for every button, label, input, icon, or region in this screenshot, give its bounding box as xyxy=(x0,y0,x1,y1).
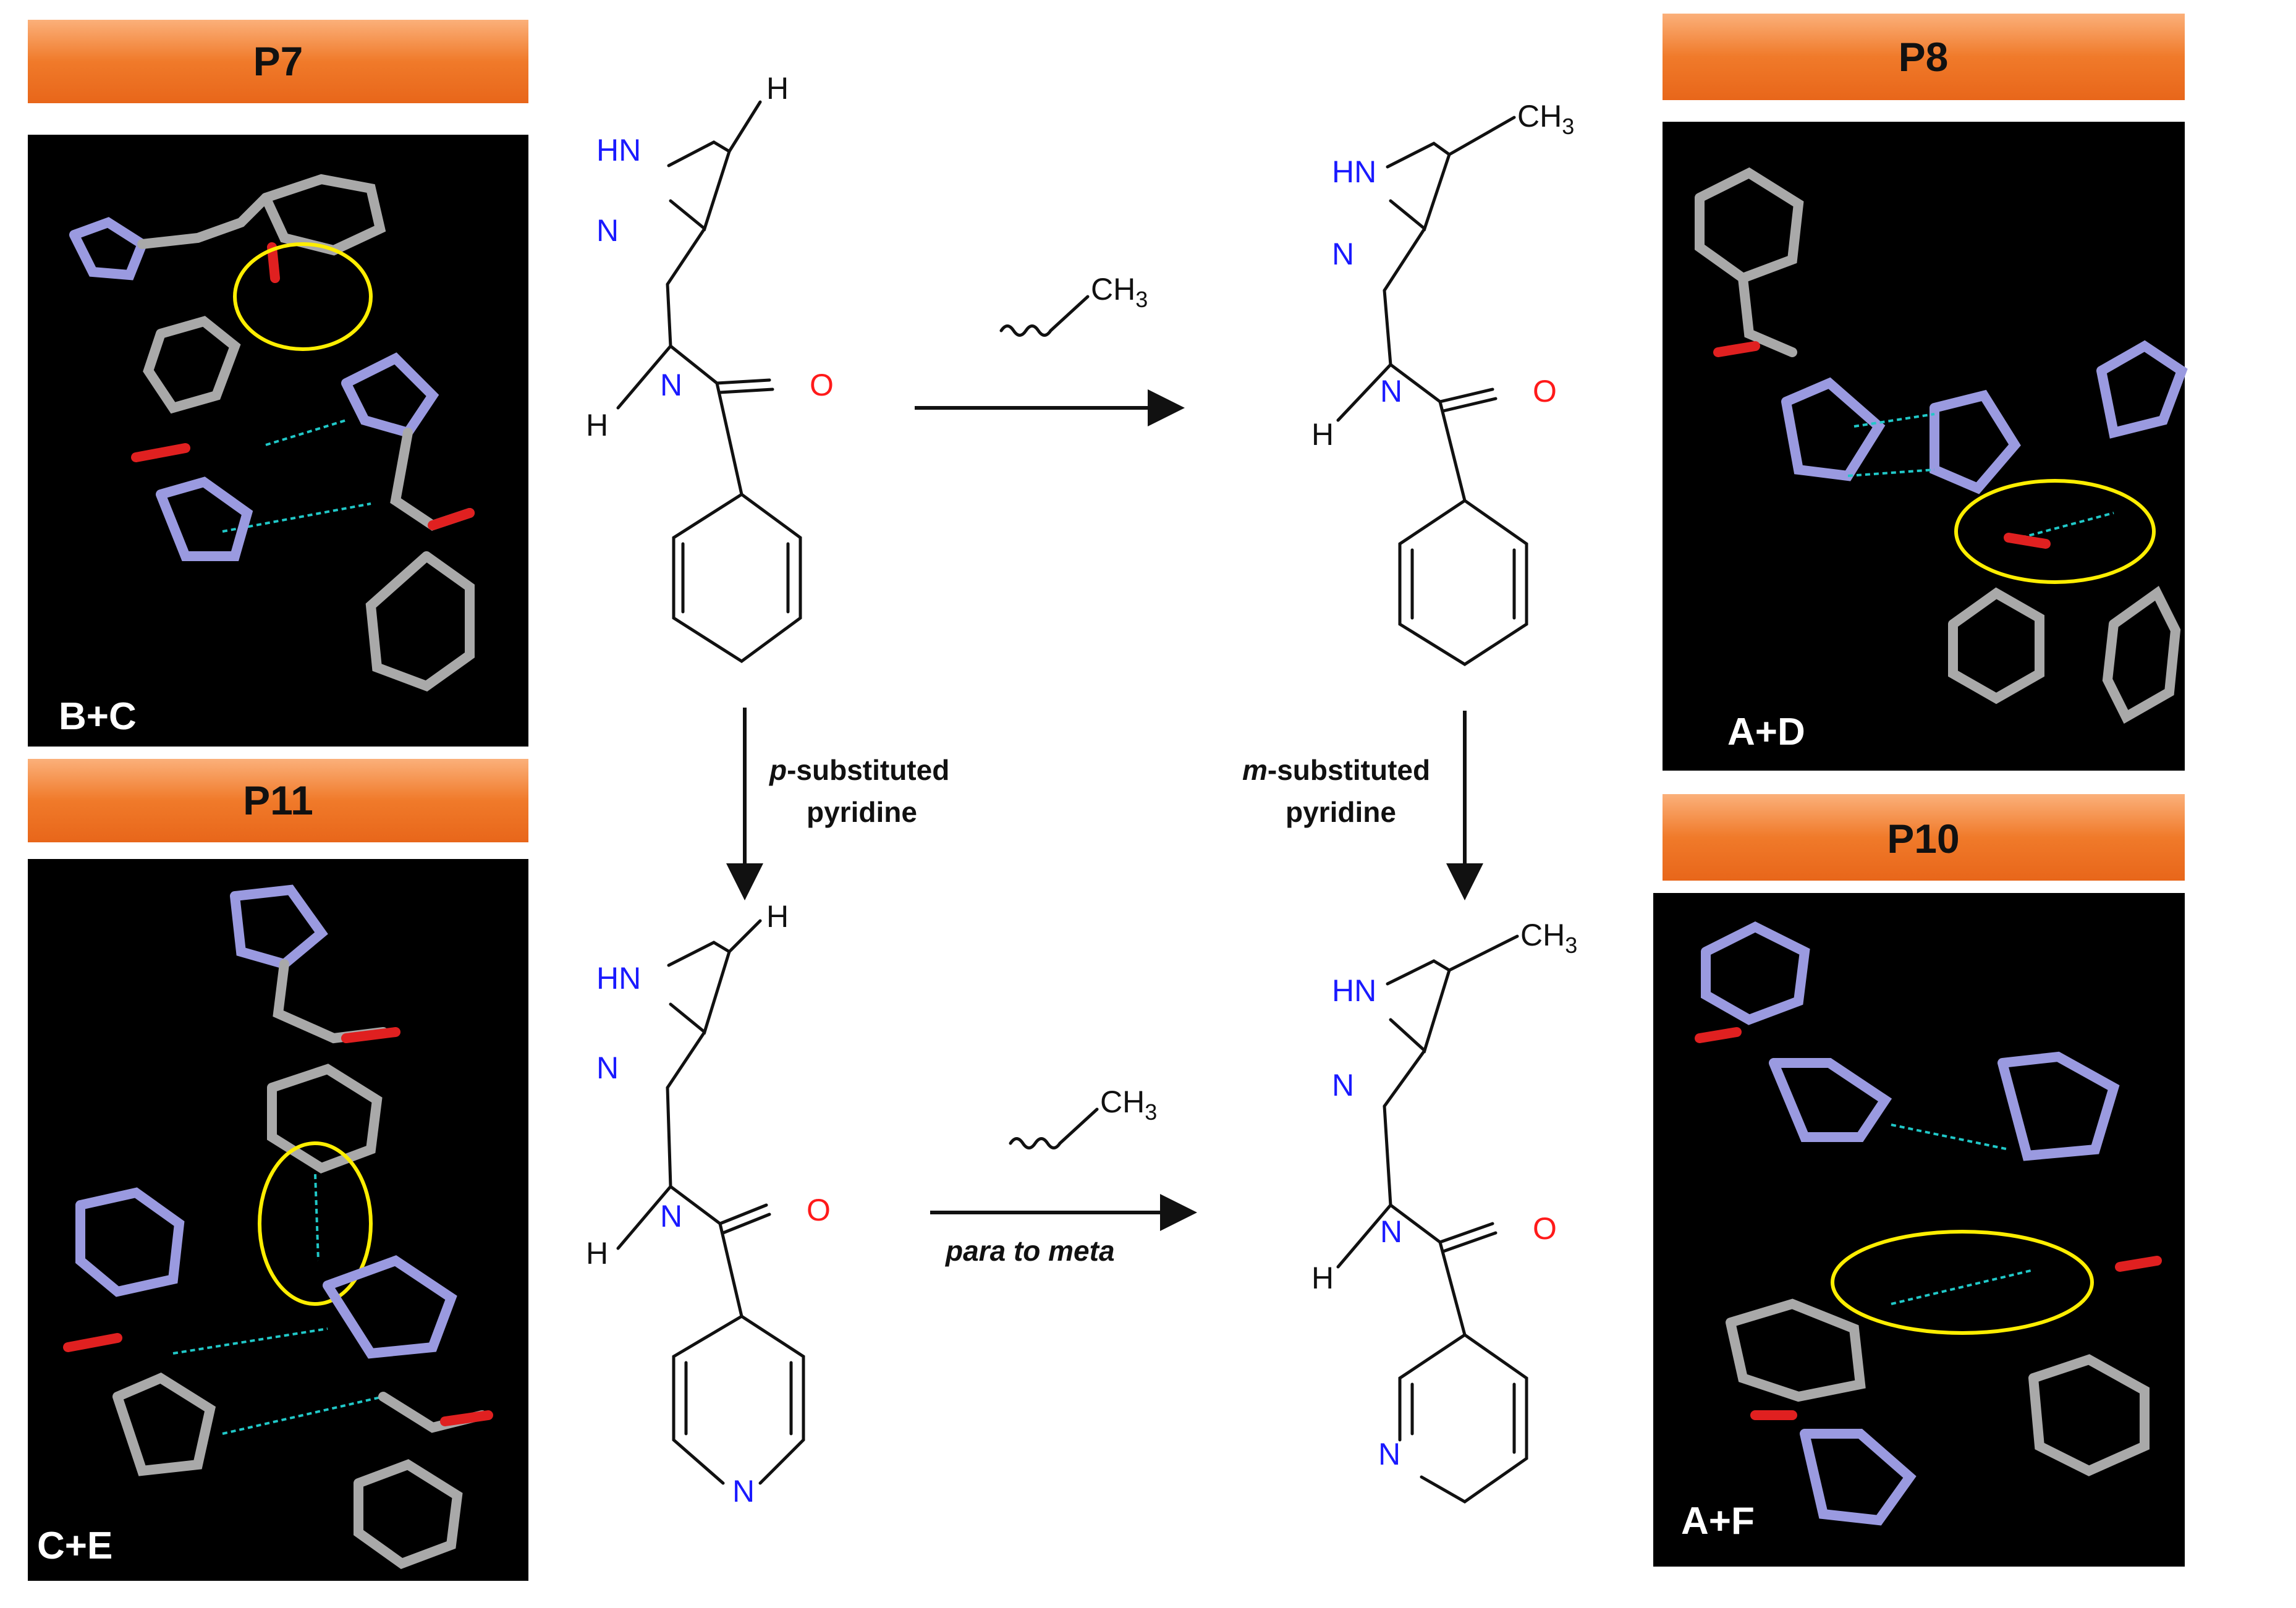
atom-hn-bl: HN xyxy=(596,961,641,996)
molecule-bottom-right: CH3 HN N N H O N xyxy=(1311,918,1577,1504)
p10-combo-label: A+F xyxy=(1681,1500,1755,1542)
panel-p10: P10 A+F xyxy=(1653,794,2185,1567)
atom-h-amide-tr: H xyxy=(1311,417,1334,452)
p7-structure-image: B+C xyxy=(28,135,528,747)
atom-n: N xyxy=(596,213,619,248)
p7-title: P7 xyxy=(253,38,303,84)
arrow-bottom-label: para to meta xyxy=(944,1235,1115,1267)
atom-n-amide-br: N xyxy=(1380,1214,1402,1249)
arrow-bottom-ch3: CH3 xyxy=(1100,1085,1157,1125)
p8-structure-image: A+D xyxy=(1663,122,2188,771)
atom-h-amide-br: H xyxy=(1311,1261,1334,1295)
molecule-bottom-left: H HN N N H O N xyxy=(586,899,831,1509)
ch3-top-right: CH3 xyxy=(1517,99,1574,139)
atom-n-amide-tr: N xyxy=(1380,374,1402,408)
atom-n-amide: N xyxy=(660,368,682,402)
atom-n-tr: N xyxy=(1332,237,1354,271)
panel-p8: P8 A+D xyxy=(1663,14,2188,771)
p11-structure-image: C+E xyxy=(28,859,528,1581)
molecule-top-left: H HN N N H O xyxy=(586,71,834,664)
p10-tab[interactable]: P10 xyxy=(1663,794,2185,881)
atom-o-br: O xyxy=(1533,1211,1557,1246)
p11-combo-label: C+E xyxy=(37,1525,112,1567)
atom-o-bl: O xyxy=(807,1193,831,1227)
atom-o-tr: O xyxy=(1533,374,1557,408)
panel-p11: P11 C+E xyxy=(28,759,528,1581)
p10-title: P10 xyxy=(1887,816,1959,861)
atom-h-top: H xyxy=(766,71,789,106)
atom-h-amide-bl: H xyxy=(586,1236,608,1271)
ch3-bottom-right: CH3 xyxy=(1520,918,1577,958)
arrow-right-label-1: m-substituted xyxy=(1242,754,1430,786)
atom-n-bl: N xyxy=(596,1051,619,1085)
atom-n-pyridine-br: N xyxy=(1378,1437,1400,1471)
arrow-top-ch3: CH3 xyxy=(1091,272,1148,312)
arrow-left-label-2: pyridine xyxy=(807,796,917,828)
p11-title: P11 xyxy=(243,777,313,823)
p8-tab[interactable]: P8 xyxy=(1663,14,2185,100)
p8-combo-label: A+D xyxy=(1727,711,1805,753)
arrow-left-down: p-substituted pyridine xyxy=(726,708,949,900)
atom-hn-br: HN xyxy=(1332,973,1376,1008)
p7-tab[interactable]: P7 xyxy=(28,20,528,103)
atom-o: O xyxy=(810,368,834,402)
p11-tab[interactable]: P11 xyxy=(28,759,528,842)
arrow-left-label-1: p-substituted xyxy=(768,754,949,786)
atom-h-top-bl: H xyxy=(766,899,789,934)
atom-n-amide-bl: N xyxy=(660,1199,682,1234)
arrow-top-right: CH3 xyxy=(915,272,1185,426)
atom-hn: HN xyxy=(596,133,641,167)
atom-h-amide: H xyxy=(586,408,608,442)
arrow-right-down: m-substituted pyridine xyxy=(1242,711,1483,900)
p7-combo-label: B+C xyxy=(59,695,137,738)
atom-n-br: N xyxy=(1332,1068,1354,1102)
molecule-top-right: CH3 HN N N H O xyxy=(1311,99,1574,666)
panel-p7: P7 B+C xyxy=(28,20,528,747)
atom-n-pyridine-bl: N xyxy=(732,1474,755,1509)
atom-hn-tr: HN xyxy=(1332,154,1376,189)
arrow-right-label-2: pyridine xyxy=(1286,796,1396,828)
p10-structure-image: A+F xyxy=(1653,893,2185,1567)
wavy-bond-icon xyxy=(999,324,1053,337)
p8-title: P8 xyxy=(1899,34,1949,80)
arrow-bottom-right: CH3 para to meta xyxy=(930,1085,1197,1267)
wavy-bond-icon-2 xyxy=(1009,1137,1062,1149)
